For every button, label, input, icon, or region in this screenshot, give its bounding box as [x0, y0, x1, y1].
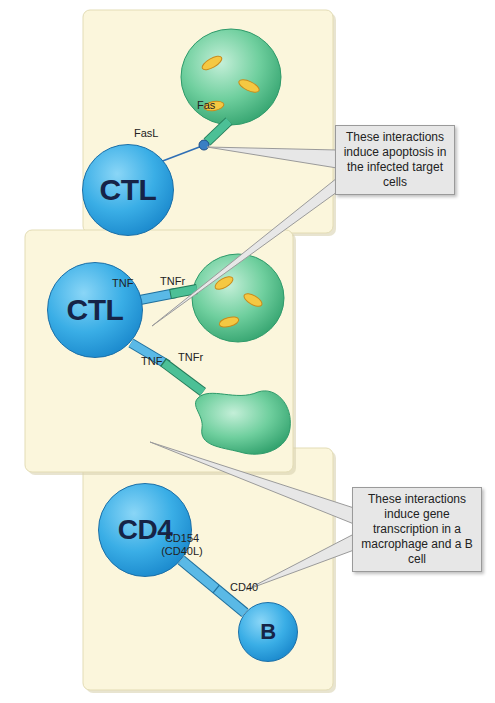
rod-notch	[213, 585, 219, 593]
molecule-label: Fas	[197, 99, 215, 112]
panel-shadow	[86, 451, 336, 693]
cell-circle: CTL	[82, 144, 174, 236]
cell-circle: CTL	[47, 262, 143, 358]
fas-receptor	[207, 121, 229, 142]
panel	[83, 448, 333, 690]
panel	[83, 10, 333, 233]
molecule-label: TNF	[141, 355, 162, 368]
tnf-ligand	[140, 293, 176, 300]
tnf-receptor	[171, 289, 197, 294]
molecule-label: TNFr	[178, 351, 203, 364]
ligand-outline	[140, 293, 176, 300]
callout-text: These interactions induce apoptosis in t…	[342, 130, 448, 190]
infected-cell	[181, 29, 281, 125]
molecule-label: TNF	[112, 277, 133, 290]
cell-circle: B	[238, 602, 298, 662]
molecule-label: CD40	[230, 581, 258, 594]
tnf-receptor	[164, 363, 203, 392]
receptor-outline	[170, 289, 197, 294]
organelle	[237, 77, 261, 94]
organelle	[242, 291, 264, 309]
receptor-outline	[207, 121, 229, 142]
organelle	[218, 315, 240, 329]
callout-box: These interactions induce gene transcrip…	[352, 487, 482, 572]
macrophage	[196, 391, 291, 454]
panel-shadow	[28, 233, 296, 475]
organelle	[213, 274, 235, 292]
fasl-head	[199, 140, 209, 150]
fasl-ligand	[160, 146, 202, 162]
molecule-label: FasL	[134, 127, 158, 140]
molecule-label: TNFr	[160, 275, 185, 288]
callout-text: These interactions induce gene transcrip…	[359, 492, 475, 567]
cell-name: CD4	[118, 514, 173, 546]
cell-name: B	[260, 619, 275, 645]
cell-name: CTL	[100, 173, 157, 207]
molecule-label: CD154 (CD40L)	[156, 532, 208, 558]
infected-cell	[192, 254, 284, 342]
panel-shadow	[86, 13, 336, 236]
callout-pointer	[207, 147, 337, 168]
panel	[25, 230, 293, 472]
cell-name: CTL	[67, 293, 124, 327]
organelle	[200, 54, 224, 73]
cell-circle: CD4	[98, 483, 192, 577]
callout-pointer	[246, 534, 354, 590]
callout-pointer	[152, 178, 337, 326]
receptor-outline	[163, 362, 203, 392]
callout-box: These interactions induce apoptosis in t…	[335, 125, 455, 195]
